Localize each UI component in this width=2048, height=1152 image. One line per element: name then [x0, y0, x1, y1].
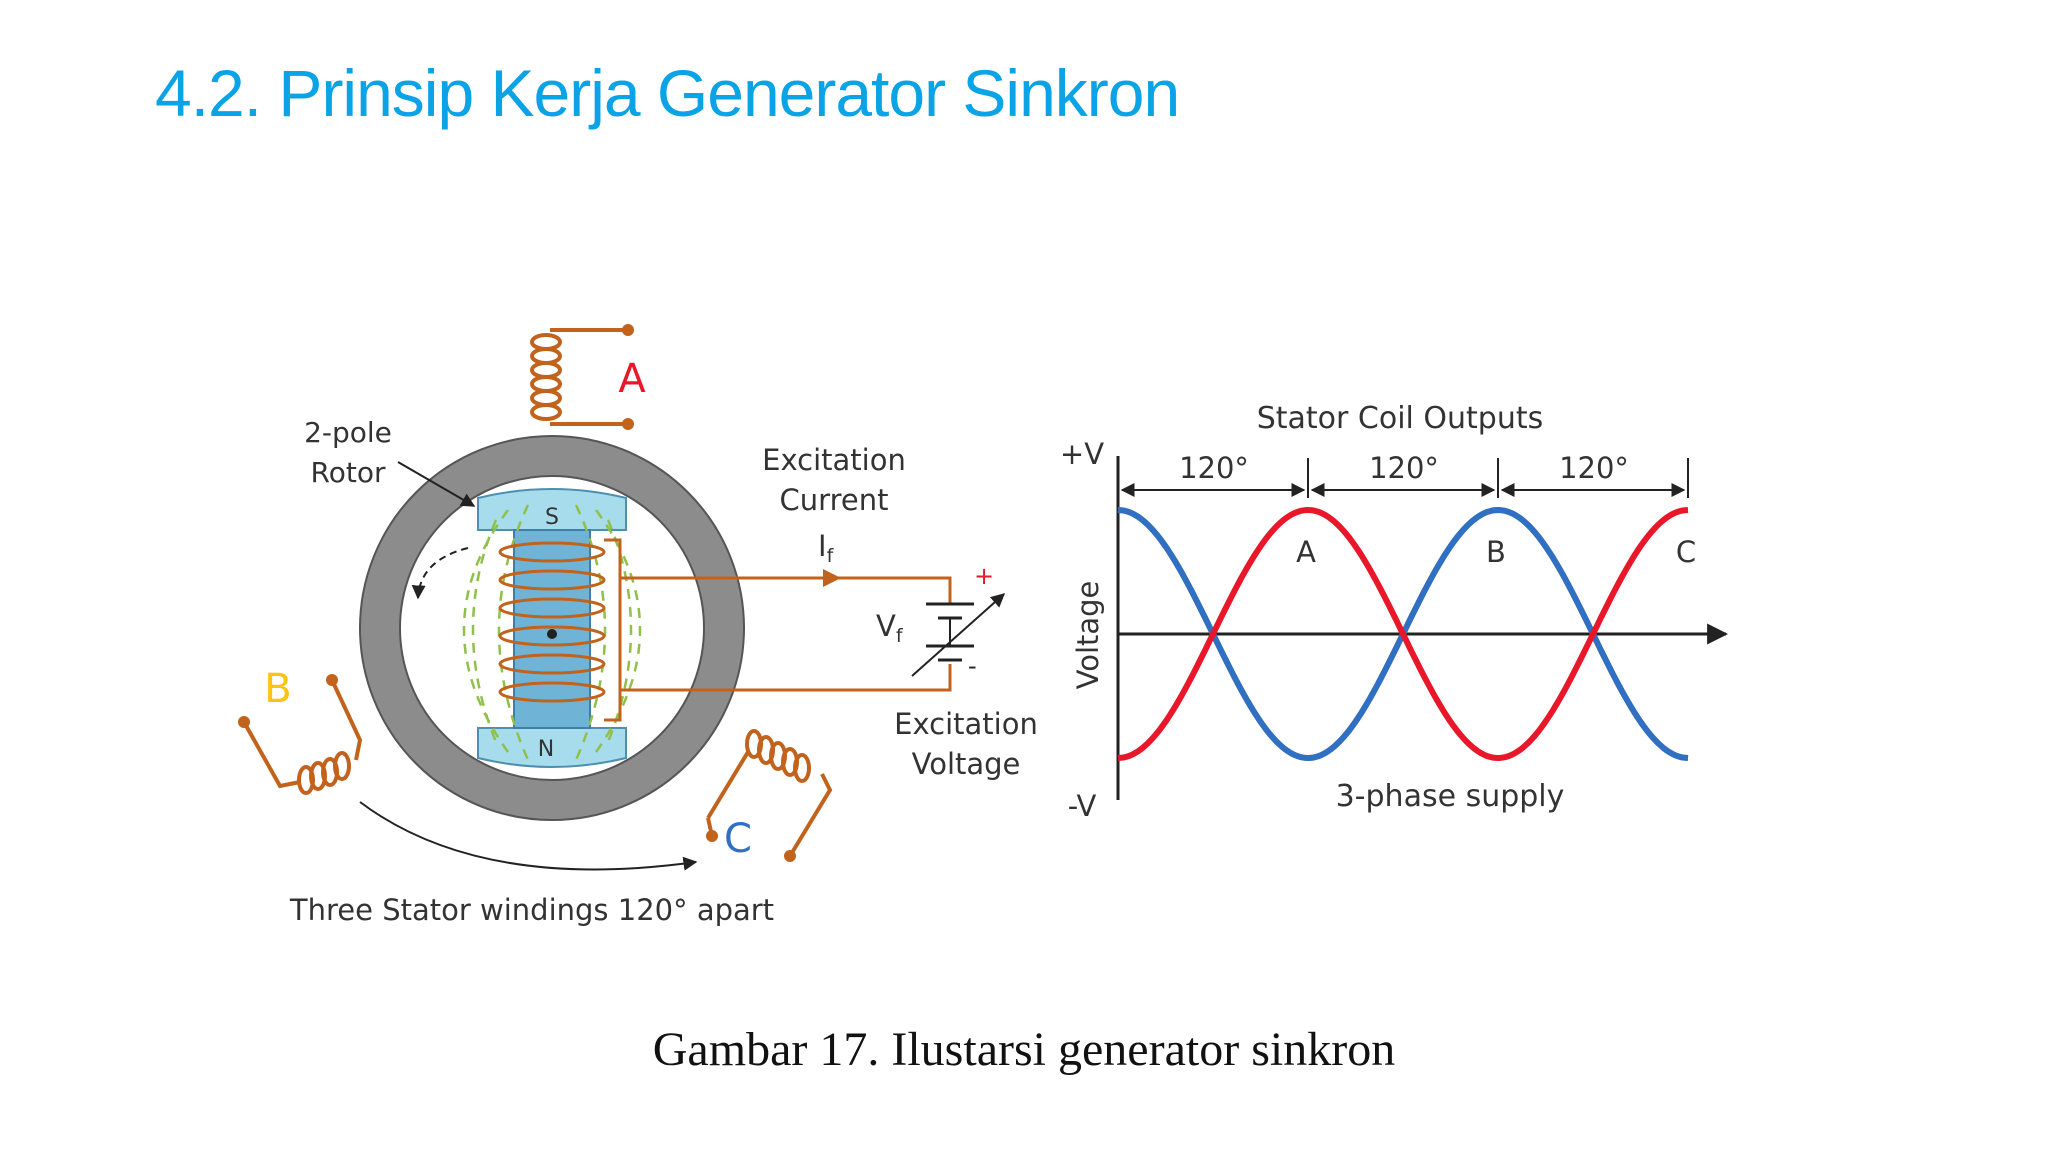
slide-title: 4.2. Prinsip Kerja Generator Sinkron: [155, 56, 1180, 130]
rotor-pointer: [397, 461, 476, 507]
excitation-current-line2: Current: [780, 483, 889, 517]
windings-arrow: [359, 801, 698, 871]
waveform-footer: 3-phase supply: [1336, 779, 1565, 814]
y-bottom-label: -V: [1068, 789, 1097, 823]
variable-arrow: [911, 593, 1006, 677]
stator-ring: [360, 436, 744, 820]
minus-sign: -: [968, 652, 977, 680]
spacing-label-3: 120°: [1559, 451, 1629, 485]
spacing-label-2: 120°: [1369, 451, 1439, 485]
waveform-title: Stator Coil Outputs: [1257, 401, 1544, 436]
coil-b: [238, 674, 363, 795]
rotation-arrow: [411, 547, 469, 600]
wave-phase-a: [1117, 506, 1689, 762]
pole-n-label: N: [538, 737, 554, 762]
current-symbol: If: [818, 529, 835, 567]
plus-sign: +: [974, 562, 994, 590]
figure-caption: Gambar 17. Ilustarsi generator sinkron: [652, 1023, 1396, 1076]
y-axis-label: Voltage: [1071, 581, 1105, 690]
excitation-voltage-line1: Excitation: [894, 707, 1038, 741]
y-top-label: +V: [1060, 437, 1104, 471]
coil-c-label: C: [724, 816, 752, 862]
excitation-circuit: [620, 576, 952, 692]
spacing-markers: [1120, 458, 1689, 498]
rotor-axis: [547, 629, 557, 639]
rotor-label-line2: Rotor: [311, 456, 386, 489]
rotor-label-line1: 2-pole: [304, 416, 392, 449]
coil-a-label: A: [618, 356, 646, 402]
peak-label-a: A: [1296, 535, 1316, 569]
stator-inner-edge: [399, 475, 705, 781]
rotor-winding: [498, 538, 622, 722]
excitation-voltage-line2: Voltage: [912, 747, 1021, 781]
peak-label-b: B: [1486, 535, 1506, 569]
coil-a: [530, 324, 634, 430]
stator-outer-edge: [359, 435, 745, 821]
spacing-label-1: 120°: [1179, 451, 1249, 485]
generator-diagram: S N 2-pole Rotor A: [238, 324, 1038, 927]
coil-c: [706, 729, 833, 862]
coil-b-label: B: [264, 666, 291, 712]
peak-label-c: C: [1676, 535, 1696, 569]
battery-symbol: [926, 602, 974, 662]
voltage-symbol: Vf: [876, 609, 904, 647]
three-phase-waveform: Stator Coil Outputs +V -V Voltage 120° 1…: [1060, 401, 1729, 823]
excitation-current-line1: Excitation: [762, 443, 906, 477]
windings-label: Three Stator windings 120° apart: [289, 893, 774, 927]
pole-s-label: S: [545, 505, 559, 530]
